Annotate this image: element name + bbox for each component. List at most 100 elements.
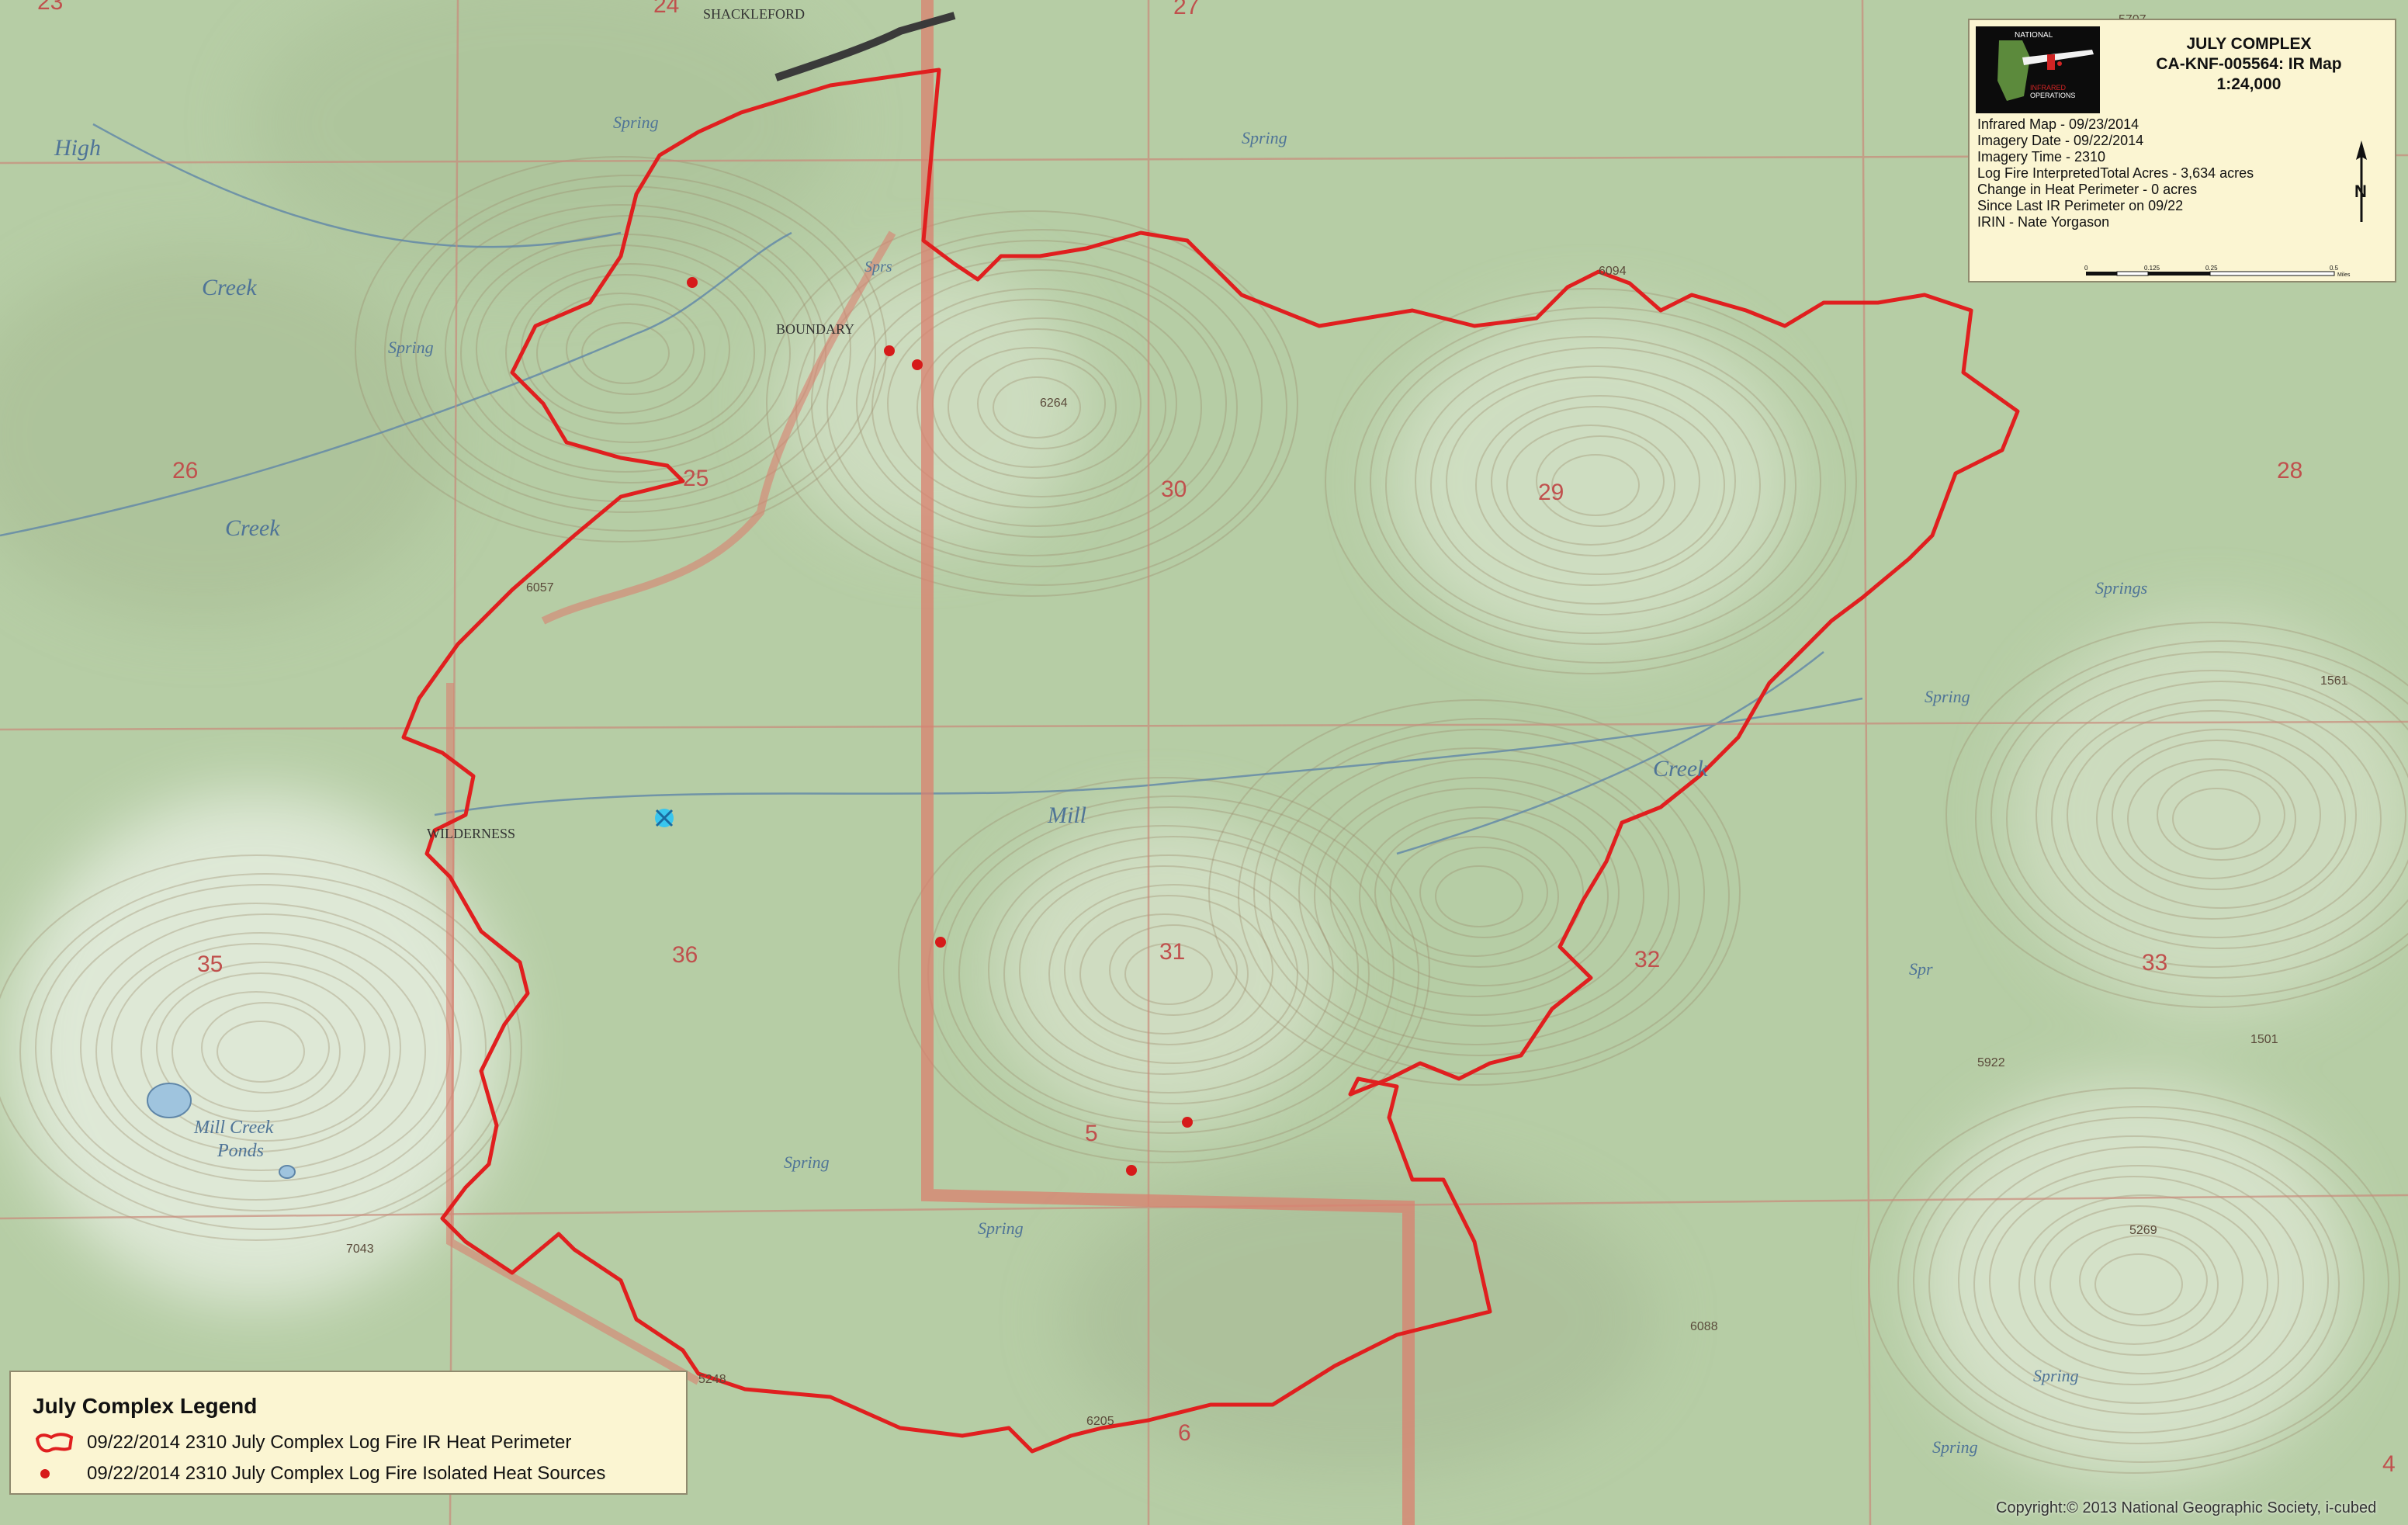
contour-line [948,347,1117,468]
place-label: WILDERNESS [427,826,515,841]
place-label: SHACKLEFORD [703,6,805,22]
contour-line [2049,1224,2219,1345]
svg-text:NATIONAL: NATIONAL [2015,31,2053,40]
contour-line [1208,699,1741,1086]
section-number-label: 6 [1178,1420,1191,1446]
info-line: Imagery Time - 2310 [1977,149,2106,165]
copyright-text: Copyright:© 2013 National Geographic Soc… [1996,1499,2377,1516]
contour-line [1019,865,1309,1075]
contour-line [766,210,1298,597]
contour-line [1435,865,1523,927]
heat-source-point [1182,1117,1193,1128]
place-label: Spring [388,338,434,357]
place-label: BOUNDARY [776,321,854,337]
info-subtitle: CA-KNF-005564: IR Map [2156,55,2342,73]
place-label: Spring [613,113,659,132]
contour-line [1491,406,1700,556]
elevation-label: 6088 [1690,1320,1718,1333]
scale-bar: 0 0.125 0.25 0.5 Miles [2084,265,2351,278]
place-label: Mill [1047,802,1086,828]
streams [0,123,1863,855]
contour-line [1374,817,1584,968]
legend-item-heat-source: 09/22/2014 2310 July Complex Log Fire Is… [33,1462,605,1485]
place-label: Ponds [217,1141,264,1161]
contour-line [958,825,1370,1123]
contour-line [1419,847,1548,938]
contour-line [1446,376,1736,586]
contour-line [217,1021,305,1083]
legend-panel: July Complex Legend 09/22/2014 2310 July… [9,1371,688,1495]
contour-line [1325,288,1857,674]
place-label: Spring [1932,1437,1978,1457]
info-title: JULY COMPLEX [2186,35,2312,53]
contour-line [826,258,1238,556]
section-number-label: 23 [37,0,63,15]
heat-source-point [912,359,923,370]
place-label: Spring [784,1152,830,1172]
contour-line [521,274,730,425]
contour-line [1945,622,2408,1008]
heat-source-point [935,937,946,948]
contour-line [1973,1165,2304,1404]
contour-line [1536,435,1665,527]
contour-line [1975,640,2408,997]
contour-line [384,175,876,532]
contour-line [916,317,1166,497]
contour-line [1928,1135,2340,1433]
elevation-label: 5269 [2129,1224,2157,1237]
wilderness-boundary [921,0,1415,1525]
contour-line [977,358,1106,449]
fire-heat-perimeter[interactable] [401,68,2020,1454]
contour-line [988,836,1359,1104]
place-label: Creek [202,275,257,300]
national-infrared-operations-logo: NATIONAL INFRARED OPERATIONS [1976,26,2100,113]
section-number-label: 4 [2382,1451,2396,1477]
info-panel: NATIONAL INFRARED OPERATIONS JULY COMPLE… [1968,19,2396,282]
contour-line [1329,788,1620,997]
place-label: Springs [2095,578,2147,598]
contour-lines [0,156,2408,1474]
legend-title: July Complex Legend [33,1394,258,1418]
place-label: Mill Creek [193,1118,274,1138]
heat-source-point [884,345,895,356]
legend-item-label: 09/22/2014 2310 July Complex Log Fire Is… [87,1463,606,1484]
contour-line [2172,788,2261,850]
section-number-label: 27 [1173,0,1199,19]
contour-line [1385,336,1796,634]
elevation-label: 6057 [526,581,554,594]
info-scale: 1:24,000 [2216,75,2282,93]
legend-item-label: 09/22/2014 2310 July Complex Log Fire IR… [87,1432,572,1453]
contour-line [1551,454,1640,516]
contour-line [1897,1106,2389,1463]
contour-line [887,299,1177,508]
heat-point-symbol-icon [40,1469,50,1478]
contour-line [2112,740,2321,890]
place-label: Spr [1909,959,1933,979]
contour-line [871,288,1202,527]
contour-line [2036,681,2406,949]
contour-line [1430,366,1761,605]
place-label: Creek [1653,756,1708,782]
mill-creek-pond [147,1083,192,1118]
contour-line [1109,924,1238,1016]
place-label: Sprs [864,258,892,276]
contour-line [581,322,670,384]
contour-line [566,303,695,395]
contour-line [1003,854,1334,1093]
contour-line [2096,729,2346,909]
elevation-label: 7043 [346,1243,374,1256]
contour-line [2051,699,2382,938]
contour-line [993,376,1081,438]
contour-line [536,293,705,414]
contour-line [2067,710,2357,920]
north-arrow-icon: N [2354,140,2367,222]
scale-tick: 0.5 [2330,265,2339,272]
scale-tick: 0.125 [2144,265,2160,272]
contour-line [1048,884,1298,1064]
contour-line [1958,1146,2329,1415]
section-number-label: 35 [197,951,223,977]
place-label: Spring [2033,1366,2079,1385]
contour-line [0,854,522,1241]
contour-line [1370,317,1821,645]
contour-line [1253,729,1705,1056]
